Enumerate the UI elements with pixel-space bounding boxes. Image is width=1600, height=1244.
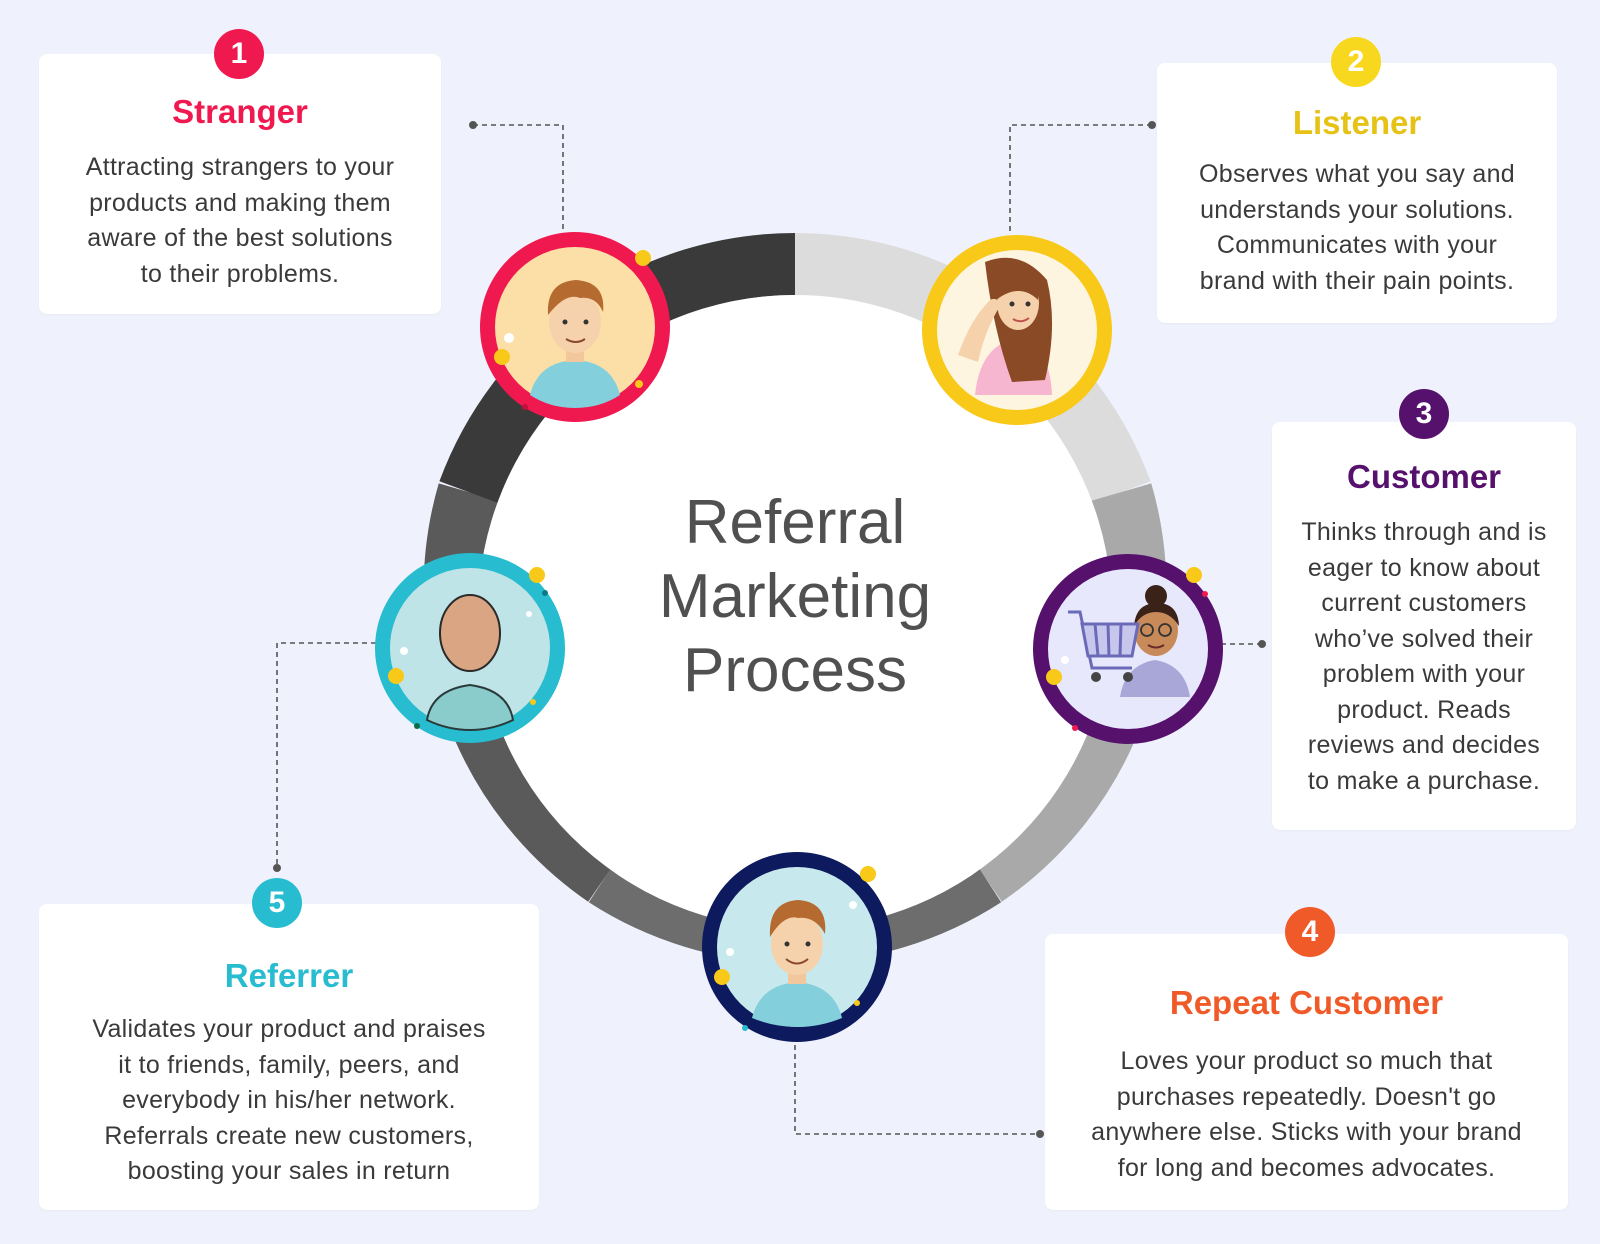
stage-title-listener: Listener bbox=[1292, 104, 1422, 141]
stage-description-customer: Thinks through and is eager to know abou… bbox=[1301, 518, 1547, 795]
stage-number-badge-1: 1 bbox=[214, 29, 264, 79]
connector-dots bbox=[273, 121, 1266, 1138]
stage-card-repeat-customer: Repeat Customer Loves your product so mu… bbox=[1045, 934, 1568, 1210]
listening-woman-avatar-icon bbox=[922, 235, 1112, 425]
stage-description-repeat-customer: Loves your product so much that purchase… bbox=[1091, 1047, 1522, 1182]
connector-listener bbox=[1009, 124, 1152, 232]
stage-title-customer: Customer bbox=[1346, 458, 1502, 495]
title-line-2: Marketing bbox=[658, 562, 932, 631]
person-silhouette-avatar-icon bbox=[375, 553, 565, 743]
stage-card-stranger: Stranger Attracting strangers to your pr… bbox=[39, 54, 441, 314]
stage-number-badge-3: 3 bbox=[1399, 389, 1449, 439]
connector-repeat-customer bbox=[794, 1045, 1040, 1135]
stage-description-stranger: Attracting strangers to your products an… bbox=[85, 153, 395, 288]
stage-number-badge-5: 5 bbox=[252, 878, 302, 928]
shopping-woman-avatar-icon bbox=[1033, 554, 1223, 744]
stage-number-badge-2: 2 bbox=[1331, 37, 1381, 87]
connectors bbox=[276, 124, 1262, 1135]
connector-referrer bbox=[276, 642, 376, 868]
ring-center bbox=[478, 295, 1112, 929]
young-man-avatar-icon bbox=[480, 232, 670, 422]
stage-title-repeat-customer: Repeat Customer bbox=[1169, 984, 1444, 1021]
stage-title-stranger: Stranger bbox=[172, 93, 308, 130]
stage-card-customer: Customer Thinks through and is eager to … bbox=[1272, 422, 1576, 830]
connector-stranger bbox=[473, 124, 564, 230]
stage-title-referrer: Referrer bbox=[224, 957, 354, 994]
stage-card-listener: Listener Observes what you say and under… bbox=[1157, 63, 1557, 323]
stage-card-referrer: Referrer Validates your product and prai… bbox=[39, 904, 539, 1210]
title-line-1: Referral bbox=[684, 488, 906, 557]
title-line-3: Process bbox=[683, 636, 907, 705]
stage-description-listener: Observes what you say and understands yo… bbox=[1199, 160, 1515, 295]
smiling-man-avatar-icon bbox=[702, 852, 892, 1042]
stage-number-badge-4: 4 bbox=[1285, 907, 1335, 957]
diagram-title: Referral Marketing Process bbox=[590, 486, 1000, 708]
stage-description-referrer: Validates your product and praises it to… bbox=[92, 1015, 486, 1185]
